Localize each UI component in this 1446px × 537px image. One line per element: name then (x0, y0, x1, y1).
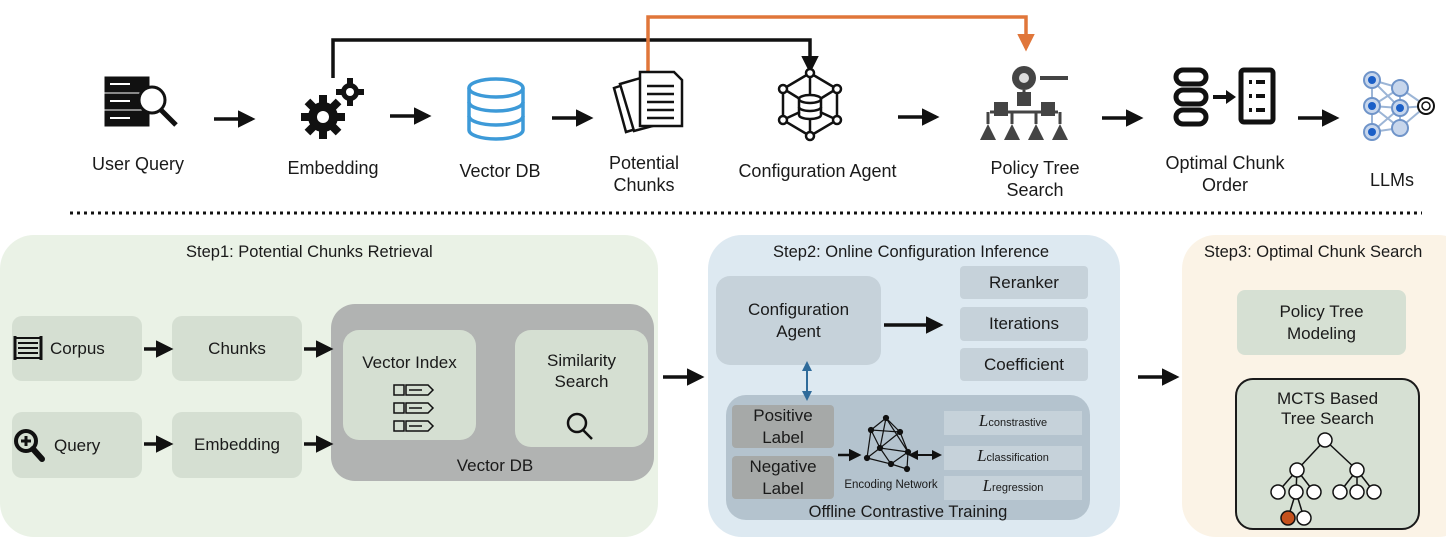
corpus-icon (13, 336, 43, 360)
search-icon (566, 412, 593, 440)
gears-icon (301, 78, 364, 139)
database-icon (467, 77, 525, 141)
encoding-network-label: Encoding Network (844, 479, 938, 491)
corpus-label: Corpus (50, 339, 105, 358)
selected-node (1280, 510, 1296, 526)
skip-arrow-chunks-to-policy-tree (646, 15, 1035, 72)
mcts-tree-icon (1270, 432, 1382, 526)
label-user-query: User Query (91, 154, 185, 174)
step3-title: Step3: Optimal Chunk Search (1204, 243, 1423, 261)
iterations-box: Iterations (960, 307, 1088, 341)
chunks-box: Chunks (172, 316, 302, 381)
policy-tree-icon (980, 66, 1068, 140)
label-vector-db: Vector DB (459, 161, 541, 181)
step2-title: Step2: Online Configuration Inference (773, 243, 1050, 261)
agent-network-icon (777, 67, 843, 142)
server-search-icon (104, 76, 178, 127)
zoom-in-icon (14, 429, 45, 462)
top-row-arrows (214, 107, 1340, 128)
vector-index-list-icon (393, 384, 435, 432)
reranker-box: Reranker (960, 266, 1088, 299)
step1-title: Step1: Potential Chunks Retrieval (186, 243, 433, 261)
step1-arrows (144, 340, 705, 453)
iterations-label: Iterations (989, 314, 1059, 334)
embedding-box: Embedding (172, 412, 302, 478)
vector-index-label: Vector Index (362, 353, 457, 372)
embedding-label: Embedding (193, 435, 280, 455)
query-label: Query (54, 436, 101, 455)
offline-training-label: Offline Contrastive Training (808, 503, 1008, 521)
documents-icon (612, 70, 684, 134)
encoding-network-icon (863, 414, 912, 473)
label-llms: LLMs (1369, 170, 1414, 190)
coefficient-label: Coefficient (983, 354, 1064, 374)
mcts-container (1235, 378, 1420, 530)
coefficient-box: Coefficient (960, 348, 1088, 381)
chunks-label: Chunks (208, 338, 266, 358)
reranker-label: Reranker (989, 272, 1059, 292)
label-embedding: Embedding (287, 158, 379, 178)
skip-arrow-embedding-to-agent (331, 38, 819, 78)
chunk-order-icon (1173, 67, 1276, 127)
vector-db-label: Vector DB (456, 456, 534, 475)
neural-network-icon (1363, 71, 1435, 141)
label-configuration-agent: Configuration Agent (738, 161, 897, 181)
